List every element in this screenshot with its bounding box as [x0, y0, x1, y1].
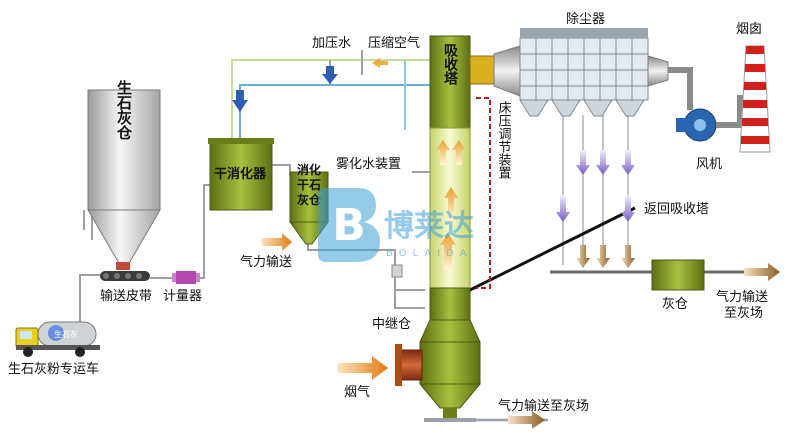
conveyor-belt — [100, 271, 150, 281]
water-arrow — [232, 90, 248, 112]
atomizer-label: 雾化水装置 — [336, 157, 401, 172]
flue-gas-arrow — [338, 356, 388, 380]
air-arrow — [372, 58, 388, 68]
meter-label: 计量器 — [163, 289, 202, 304]
water-arrow-2 — [322, 66, 338, 84]
relay-silo-label: 中继仓 — [372, 317, 411, 332]
flue-gas-label: 烟气 — [344, 384, 370, 400]
hopper-down-arrows — [556, 150, 635, 268]
pneumatic-convey-arrow — [262, 233, 292, 251]
quicklime-silo-label: 生石灰仓 — [115, 79, 133, 140]
watermark-sub: BOLAIDA — [386, 248, 473, 259]
meter — [172, 271, 200, 284]
fan-label: 风机 — [696, 157, 722, 172]
chimney — [739, 45, 771, 153]
dry-slaker-label: 干消化器 — [214, 166, 267, 182]
pneumatic-convey-label: 气力输送 — [240, 254, 292, 270]
watermark-text: 博莱达 — [384, 209, 474, 244]
truck-label: 生石灰粉专运车 — [8, 361, 99, 377]
conveyor-belt-label: 输送皮带 — [100, 288, 152, 304]
tower-flow-arrows — [436, 140, 466, 270]
bed-pressure-label: 床压调节装置 — [496, 101, 512, 179]
truck-tank-label: 生石灰 — [54, 329, 78, 339]
dust-collector — [519, 28, 669, 117]
return-to-tower-label: 返回吸收塔 — [644, 202, 709, 217]
bed-pressure-device — [476, 97, 491, 289]
fan — [668, 67, 743, 142]
flue-gas-inlet — [395, 344, 423, 386]
pneumatic-to-ash-right-label-1: 气力输送至灰场 — [716, 289, 768, 321]
truck — [15, 321, 100, 357]
pressurized-water-label: 加压水 — [312, 36, 351, 51]
compressed-air-label: 压缩空气 — [368, 35, 420, 51]
ash-silo — [651, 259, 705, 291]
bottom-outlet-arrow — [508, 411, 545, 429]
watermark-mark: B — [332, 200, 366, 251]
relay-silo — [391, 264, 403, 278]
quicklime-silo — [87, 89, 161, 270]
slaked-silo-label-col1: 消化干石灰仓 — [297, 162, 322, 207]
absorber-tower-label: 吸收塔 — [442, 43, 458, 86]
watermark: B 博莱达 BOLAIDA — [318, 188, 474, 262]
dust-collector-label: 除尘器 — [566, 12, 605, 27]
chimney-label: 烟囱 — [736, 22, 762, 37]
pneumatic-to-ash-bottom-label: 气力输送至灰场 — [498, 398, 589, 414]
absorber-tower — [418, 35, 482, 422]
dry-slaker — [208, 138, 274, 211]
ash-silo-label: 灰仓 — [662, 297, 688, 312]
tower-outlet-duct — [469, 45, 521, 97]
ash-out-arrow — [744, 263, 780, 281]
